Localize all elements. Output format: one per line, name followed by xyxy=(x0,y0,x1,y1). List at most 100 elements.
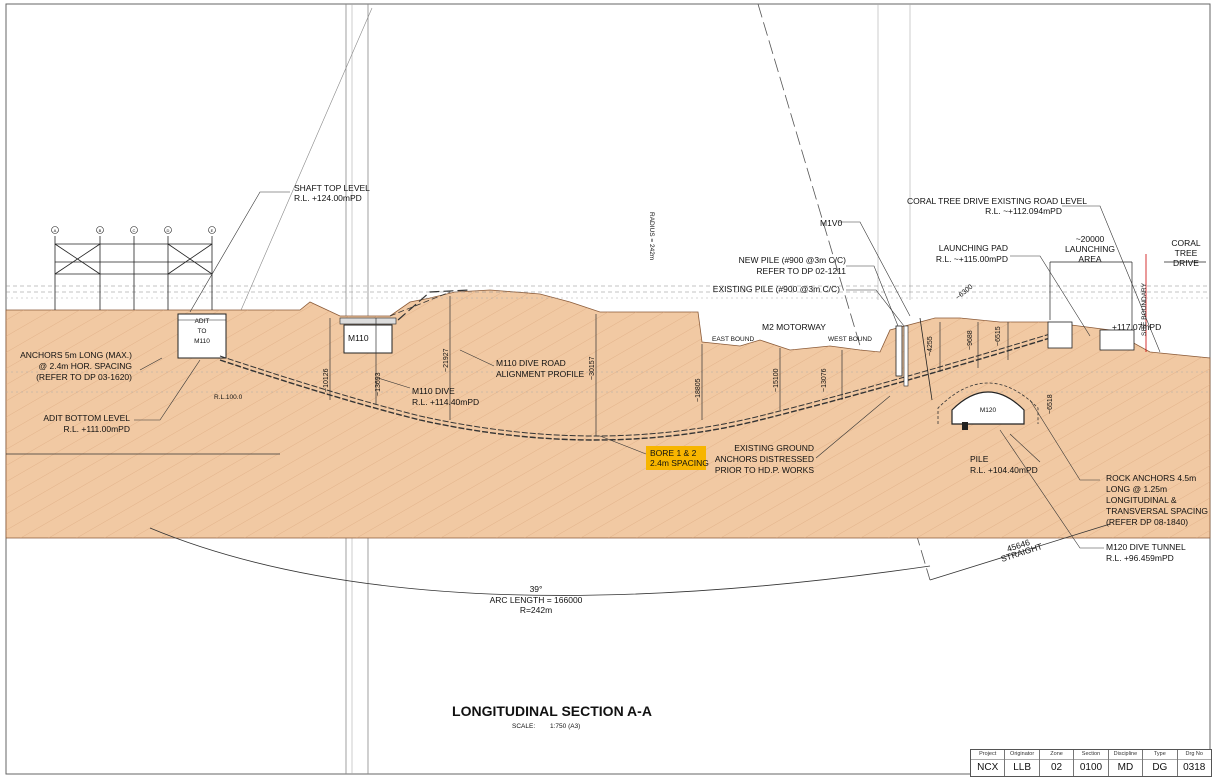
dimension-label: ~9688 xyxy=(967,330,974,350)
east-bound-label: EAST BOUND xyxy=(712,336,754,343)
title-block-header: Drg No xyxy=(1177,750,1211,760)
building-frame xyxy=(54,236,213,310)
title-block-section: Section 0100 xyxy=(1073,750,1108,776)
m120-tunnel xyxy=(951,391,1025,425)
grid-bubble xyxy=(164,226,172,234)
rock-anchors-label: (REFER DP 08-1840) xyxy=(1106,517,1188,527)
m1v0-label: M1V0 xyxy=(820,218,842,228)
site-boundary-label: SITE BOUNDARY xyxy=(1141,282,1148,336)
adit-label: TO xyxy=(198,328,207,335)
title-block-type: Type DG xyxy=(1142,750,1177,776)
title-block: Project NCX Originator LLB Zone 02 Secti… xyxy=(970,749,1212,777)
existing-pile xyxy=(903,325,909,387)
grid-bubble-label: D xyxy=(167,228,170,233)
rl-117-label: +117.07mPD xyxy=(1112,322,1161,332)
m110-dive-rl: R.L. +114.40mPD xyxy=(412,397,479,407)
scale-value: 1:750 (A3) xyxy=(550,723,580,730)
adit-bottom-rl: R.L. +111.00mPD xyxy=(63,424,130,434)
bore-label: BORE 1 & 2 xyxy=(650,448,697,458)
coral-tree-level-rl: R.L. ~+112.094mPD xyxy=(985,206,1062,216)
existing-anchors-label: PRIOR TO HD.P. WORKS xyxy=(715,465,815,475)
dimension-label: ~6518 xyxy=(1047,394,1054,414)
dimension-label: ~13693 xyxy=(375,372,382,396)
grid-bubble xyxy=(96,226,104,234)
bore-alignment xyxy=(219,337,1051,441)
grid-bubble xyxy=(208,226,216,234)
arc-angle-label: 39° xyxy=(530,584,543,594)
rock-anchors-label: TRANSVERSAL SPACING xyxy=(1106,506,1208,516)
title-block-originator: Originator LLB xyxy=(1004,750,1039,776)
pile-label: PILE xyxy=(970,454,989,464)
grid-bubble-label: B xyxy=(99,228,102,233)
anchors-label: @ 2.4m HOR. SPACING xyxy=(39,361,133,371)
title-block-value: 0100 xyxy=(1079,762,1103,773)
dimension-label: ~6300 xyxy=(955,283,975,301)
m2-motorway-label: M2 MOTORWAY xyxy=(762,322,826,332)
arc-radius-label: R=242m xyxy=(520,605,552,615)
coral-tree-drive-label: TREE xyxy=(1175,248,1198,258)
bore-spacing-label: 2.4m SPACING xyxy=(650,458,709,468)
dimension-label: ~6515 xyxy=(995,326,1002,346)
coral-tree-level-label: CORAL TREE DRIVE EXISTING ROAD LEVEL xyxy=(907,196,1087,206)
title-block-value: LLB xyxy=(1013,762,1032,773)
title-block-drawing-number: Drg No 0318 xyxy=(1176,750,1211,776)
grid-bubble-label: C xyxy=(133,228,136,233)
m110-label: M110 xyxy=(348,333,369,343)
title-block-discipline: Discipline MD xyxy=(1107,750,1143,776)
launching-pad xyxy=(1047,321,1073,349)
m120-dive-tunnel-rl: R.L. +96.459mPD xyxy=(1106,553,1174,563)
adit-bottom-label: ADIT BOTTOM LEVEL xyxy=(43,413,130,423)
title-block-project: Project NCX xyxy=(971,750,1005,776)
new-pile-ref: REFER TO DP 02-1211 xyxy=(756,266,846,276)
coral-tree-drive-label: CORAL xyxy=(1171,238,1201,248)
title-block-header: Zone xyxy=(1039,750,1074,760)
rock-anchors-label: ROCK ANCHORS 4.5m xyxy=(1106,473,1196,483)
bore-label-highlight xyxy=(646,446,706,470)
title-block-zone: Zone 02 xyxy=(1038,750,1074,776)
dimension-label: ~15100 xyxy=(773,368,780,392)
west-bound-label: WEST BOUND xyxy=(828,336,872,343)
adit-label: M110 xyxy=(194,338,210,345)
drawing-title: LONGITUDINAL SECTION A-A xyxy=(452,703,652,719)
m120-dive-tunnel-label: M120 DIVE TUNNEL xyxy=(1106,542,1186,552)
launching-pad-label: LAUNCHING PAD xyxy=(939,243,1008,253)
radius-label: RADIUS = 242m xyxy=(648,212,655,260)
launching-area-label: AREA xyxy=(1078,254,1101,264)
grid-bubble-label: A xyxy=(54,228,57,233)
existing-anchors-label: EXISTING GROUND xyxy=(734,443,814,453)
title-block-header: Discipline xyxy=(1108,750,1143,760)
rl-100-label: R.L.100.0 xyxy=(214,394,243,401)
launching-area-label: LAUNCHING xyxy=(1065,244,1115,254)
scale-label: SCALE: xyxy=(512,723,535,730)
dimension-label: ~4255 xyxy=(927,336,934,356)
grid-bubble xyxy=(130,226,138,234)
existing-anchors-label: ANCHORS DISTRESSED xyxy=(715,454,814,464)
title-block-value: 0318 xyxy=(1183,762,1206,773)
rock-anchors-label: LONG @ 1.25m xyxy=(1106,484,1167,494)
title-block-header: Project xyxy=(971,750,1005,760)
shaft-top-level-label: SHAFT TOP LEVEL xyxy=(294,183,370,193)
grid-bubble xyxy=(51,226,59,234)
m110-box xyxy=(343,324,393,354)
title-block-header: Originator xyxy=(1005,750,1039,760)
new-pile xyxy=(895,325,903,377)
arc-length-label: ARC LENGTH = 166000 xyxy=(490,595,583,605)
launching-pad-rl: R.L. ~+115.00mPD xyxy=(936,254,1008,264)
pile-rl: R.L. +104.40mPD xyxy=(970,465,1038,475)
title-block-header: Type xyxy=(1143,750,1177,760)
m110-profile-label: M110 DIVE ROAD xyxy=(496,358,566,368)
title-block-value: DG xyxy=(1152,762,1168,773)
m120-label: M120 xyxy=(980,407,997,414)
m110-dive-label: M110 DIVE xyxy=(412,386,455,396)
launching-area-label: ~20000 xyxy=(1076,234,1105,244)
title-block-value: 02 xyxy=(1050,762,1063,773)
m110-dive-road-profile xyxy=(397,289,471,321)
dimension-label: ~10126 xyxy=(323,368,330,392)
shaft-top-level-rl: R.L. +124.00mPD xyxy=(294,193,362,203)
arc-length-dimension xyxy=(149,527,931,596)
coral-tree-drive-label: DRIVE xyxy=(1173,258,1199,268)
m110-profile-label: ALIGNMENT PROFILE xyxy=(496,369,584,379)
title-block-value: NCX xyxy=(977,762,999,773)
title-block-header: Section xyxy=(1074,750,1108,760)
